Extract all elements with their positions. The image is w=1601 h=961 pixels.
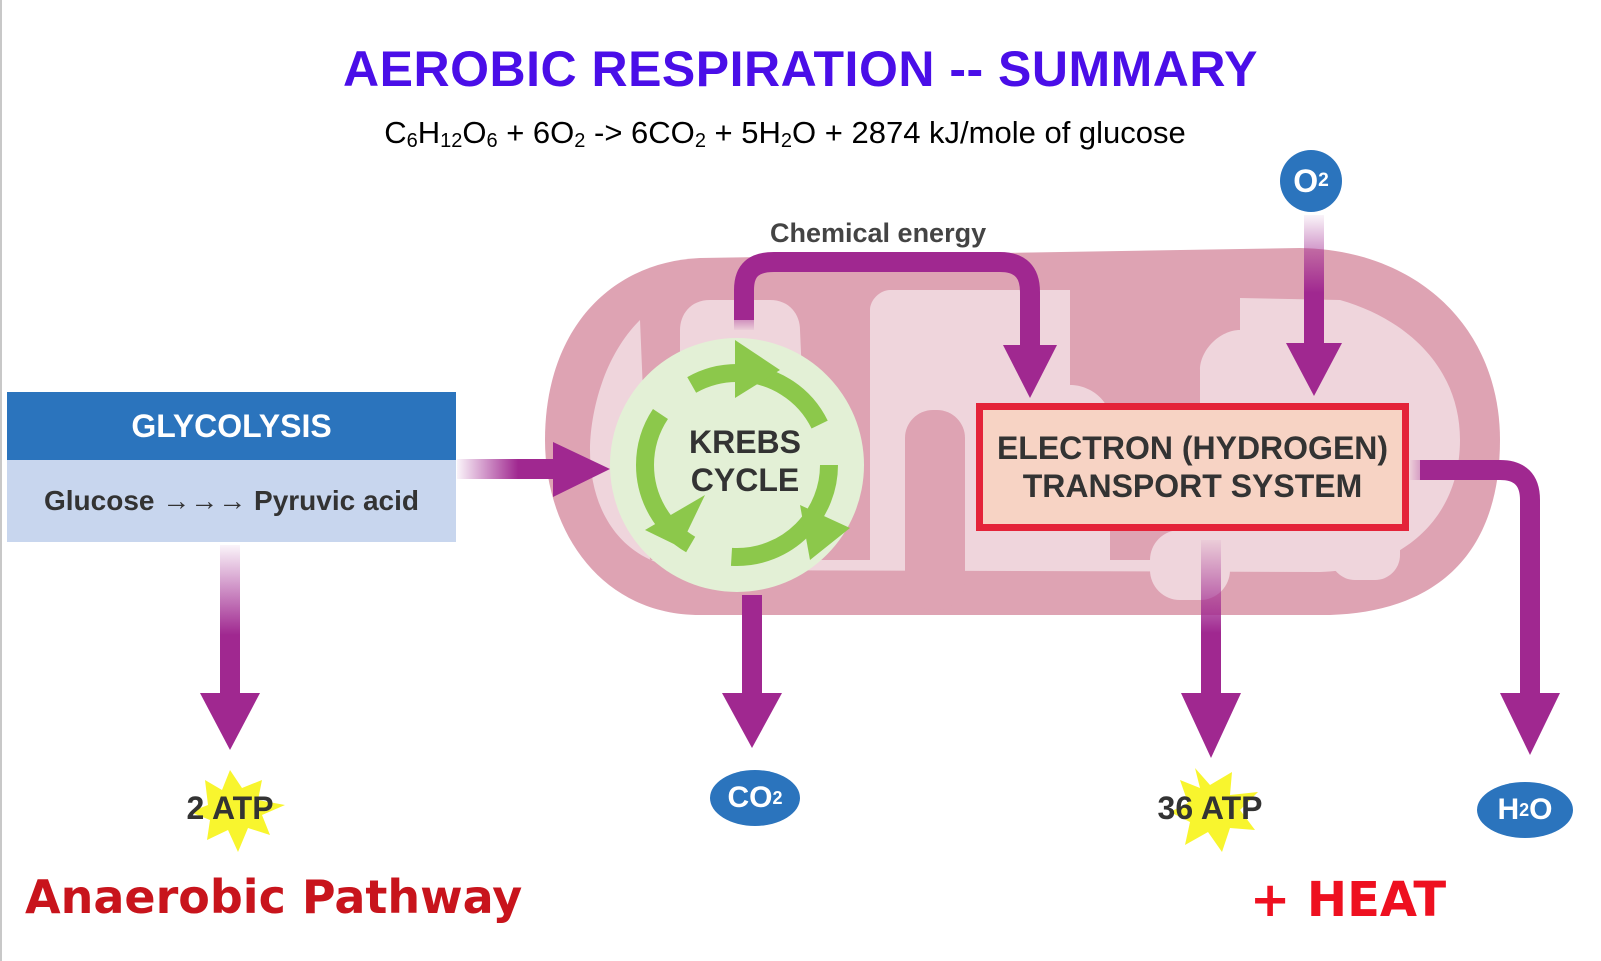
etc-label-line1: ELECTRON (HYDROGEN) [996, 430, 1389, 466]
krebs-arrowhead [735, 340, 780, 398]
anaerobic-pathway-label: Anaerobic Pathway [25, 870, 523, 924]
arrow-head [1500, 693, 1560, 755]
arrow-head [722, 693, 782, 748]
atp-burst [190, 770, 285, 852]
krebs-arrowhead [645, 495, 705, 547]
arrow-shaft [457, 459, 559, 479]
krebs-arrowhead [800, 505, 850, 560]
page-title: AEROBIC RESPIRATION -- SUMMARY [343, 41, 1258, 97]
glycolysis-atp-yield: 2 ATP [186, 790, 274, 826]
arrow-shaft [1420, 460, 1540, 700]
krebs-label-line1: KREBS [688, 424, 801, 460]
crista [905, 410, 965, 610]
arrow-shaft [1304, 215, 1324, 345]
arrow-head [200, 693, 260, 750]
glycolysis-header: GLYCOLYSIS [7, 392, 456, 460]
arrow-head [1286, 343, 1342, 396]
heat-label: + HEAT [1250, 872, 1447, 928]
arrow-fade [1410, 460, 1470, 480]
respiration-equation: C6H12O6 + 6O2 -> 6CO2 + 5H2O + 2874 kJ/m… [384, 115, 1186, 152]
arrow-fade [734, 290, 754, 330]
etc-label-line2: TRANSPORT SYSTEM [1022, 468, 1363, 504]
arrow-head [1181, 693, 1241, 758]
electron-transport-system-box: ELECTRON (HYDROGEN) TRANSPORT SYSTEM [976, 403, 1409, 531]
crista [1330, 520, 1400, 580]
chemical-energy-arrow-shaft [734, 252, 1040, 348]
chemical-energy-label: Chemical energy [770, 218, 987, 248]
glycolysis-reaction: Glucose →→→ Pyruvic acid [7, 460, 456, 542]
arrow-head [1003, 345, 1057, 398]
etc-atp-yield: 36 ATP [1157, 790, 1263, 826]
arrow-head [553, 442, 610, 497]
arrow-shaft [742, 595, 762, 695]
krebs-cycle-label: KREBS CYCLE [670, 423, 820, 499]
arrow-shaft [1201, 540, 1221, 695]
arrow-shaft [220, 545, 240, 695]
left-border [0, 0, 2, 961]
atp-burst [1170, 768, 1258, 852]
krebs-label-line2: CYCLE [690, 462, 800, 498]
